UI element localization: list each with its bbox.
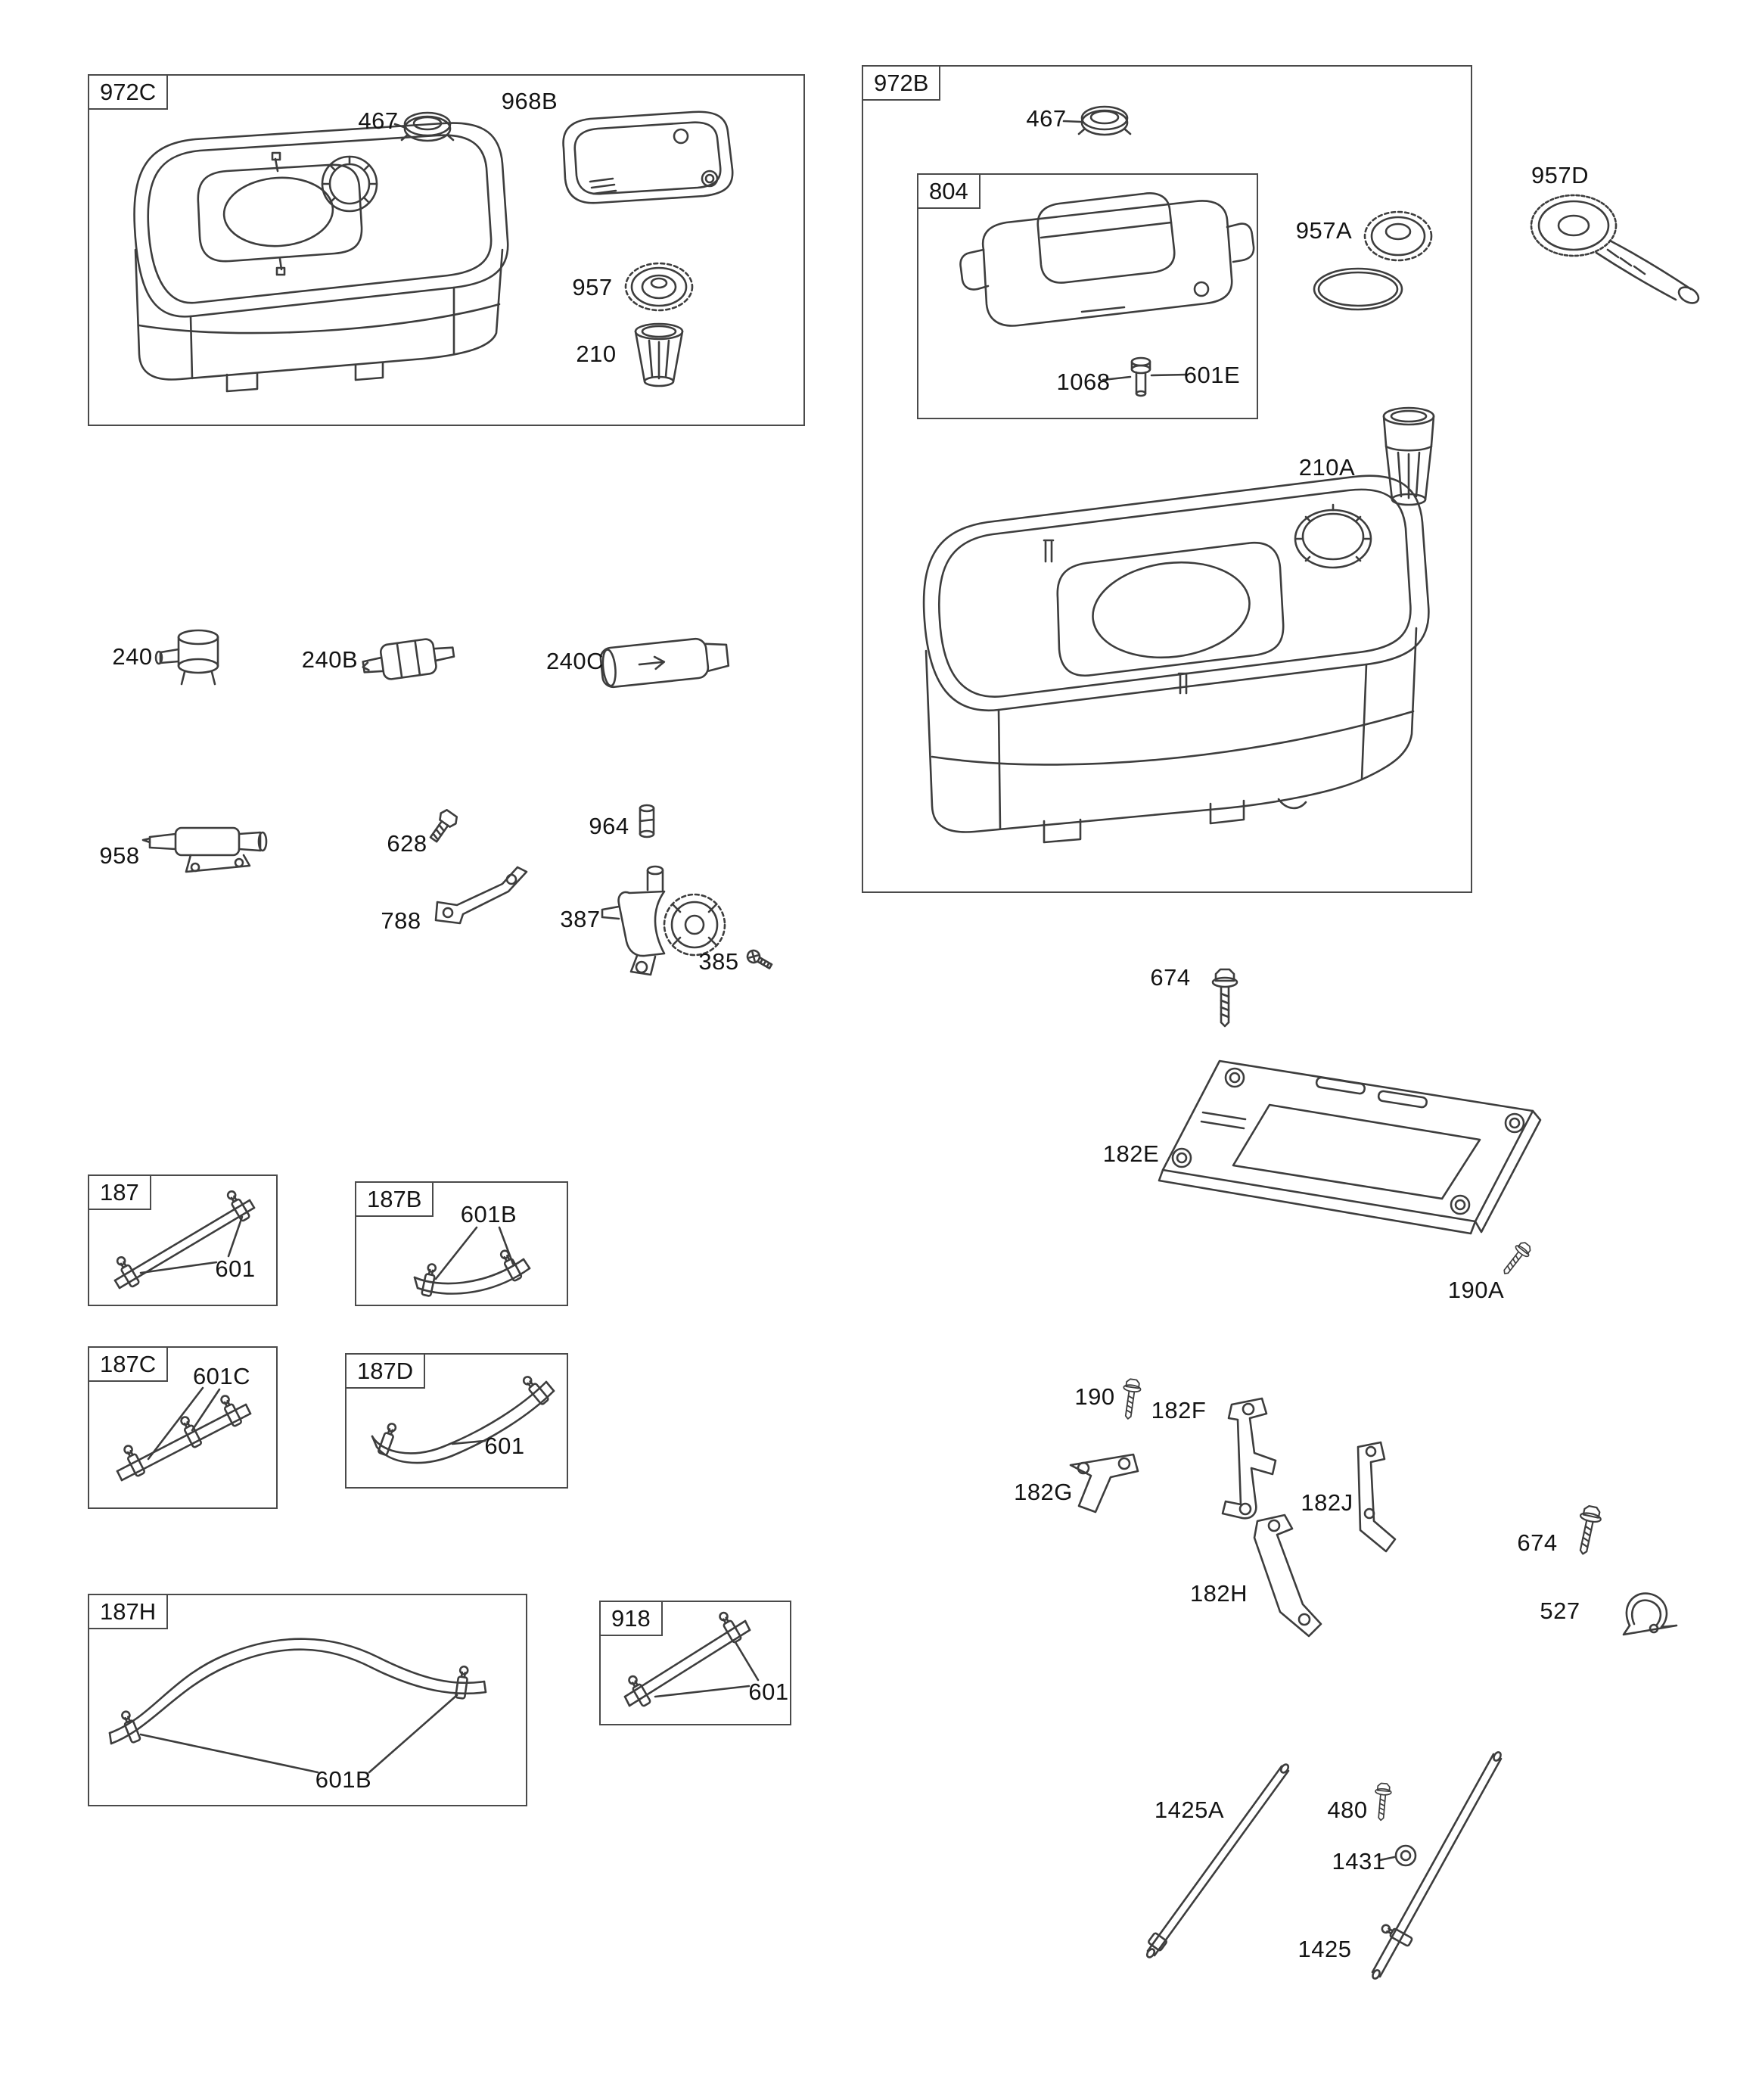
cable-clamp-527 <box>1622 1592 1678 1636</box>
group-label-187h: 187H <box>88 1594 169 1630</box>
group-label-187d: 187D <box>345 1353 426 1389</box>
part-label-182e: 182E <box>1102 1140 1160 1167</box>
fuel-filter-240c <box>599 637 730 689</box>
fuel-cap-957a <box>1313 210 1433 311</box>
part-label-674: 674 <box>1150 964 1191 991</box>
fuel-cap-957d <box>1530 194 1700 304</box>
bracket-788 <box>434 866 528 925</box>
pin-964 <box>639 804 655 838</box>
part-label-182g: 182G <box>1014 1479 1073 1505</box>
fuel-cap-467 <box>393 111 455 142</box>
flange-bolt-674-upper <box>1211 968 1238 1028</box>
part-label-190: 190 <box>1074 1383 1115 1410</box>
part-label-968b: 968B <box>501 88 558 114</box>
hose-187d <box>371 1374 555 1464</box>
part-label-1068: 1068 <box>1056 369 1111 395</box>
part-label-387: 387 <box>560 906 601 932</box>
part-label-240b: 240B <box>301 646 359 673</box>
part-label-182f: 182F <box>1151 1397 1207 1423</box>
part-label-964: 964 <box>589 813 629 839</box>
group-box-804: 804 <box>917 173 1258 419</box>
part-label-480: 480 <box>1327 1797 1368 1823</box>
hose-918 <box>623 1610 760 1708</box>
bolt-480 <box>1372 1782 1393 1822</box>
mounting-base-182e <box>1158 1059 1542 1235</box>
part-label-190a: 190A <box>1447 1277 1505 1303</box>
group-label-972c: 972C <box>88 74 169 110</box>
group-label-972b: 972B <box>862 65 941 101</box>
part-label-467: 467 <box>1026 105 1067 132</box>
part-label-601e: 601E <box>1183 362 1241 388</box>
fuel-tank-972b <box>922 474 1430 844</box>
part-label-601b: 601B <box>315 1766 372 1793</box>
hose-187h <box>108 1638 487 1774</box>
part-label-467: 467 <box>358 107 399 134</box>
elbow-fitting-240 <box>154 629 219 686</box>
filter-cup-210a <box>1382 406 1435 506</box>
group-box-187d: 187D <box>345 1353 568 1489</box>
part-label-527: 527 <box>1540 1598 1580 1624</box>
group-label-187c: 187C <box>88 1346 169 1383</box>
part-label-182h: 182H <box>1189 1580 1248 1607</box>
bracket-182f <box>1221 1397 1277 1520</box>
shutoff-valve-958 <box>141 826 268 873</box>
group-box-972b: 972B <box>862 65 1472 893</box>
part-label-210a: 210A <box>1298 454 1356 481</box>
group-label-804: 804 <box>917 173 981 210</box>
hose-187b <box>413 1226 531 1298</box>
part-label-1425: 1425 <box>1297 1936 1352 1962</box>
part-label-210: 210 <box>576 341 617 367</box>
part-label-628: 628 <box>387 830 427 857</box>
hose-187 <box>113 1188 256 1290</box>
washer-1431 <box>1378 1844 1417 1867</box>
fuel-tank-972c <box>133 122 509 393</box>
part-label-182j: 182J <box>1301 1489 1353 1516</box>
part-label-601: 601 <box>215 1255 256 1282</box>
part-label-957a: 957A <box>1295 217 1353 244</box>
group-box-972c: 972C <box>88 74 805 426</box>
fuel-line-1425a <box>1145 1763 1290 1958</box>
group-box-187b: 187B <box>355 1181 568 1306</box>
flange-bolt-674-lower <box>1571 1504 1604 1557</box>
fuel-filter-240b <box>362 638 455 680</box>
part-label-1431: 1431 <box>1332 1848 1386 1874</box>
group-label-918: 918 <box>599 1601 663 1637</box>
tank-cover-968b <box>562 110 734 204</box>
part-label-601: 601 <box>748 1678 789 1705</box>
group-label-187b: 187B <box>355 1181 434 1218</box>
group-box-187c: 187C <box>88 1346 278 1509</box>
bolt-190 <box>1118 1377 1143 1421</box>
group-box-918: 918 <box>599 1601 791 1725</box>
bolt-628 <box>429 809 458 843</box>
bracket-182j <box>1357 1441 1397 1553</box>
hose-187c <box>116 1386 252 1482</box>
filter-cup-210 <box>634 322 684 387</box>
part-label-788: 788 <box>381 907 421 934</box>
tank-top-804 <box>959 192 1255 327</box>
part-label-1425a: 1425A <box>1154 1797 1225 1823</box>
screw-385 <box>746 949 773 969</box>
part-label-957d: 957D <box>1531 162 1590 188</box>
part-label-674: 674 <box>1517 1529 1558 1556</box>
fuel-cap-467-b <box>1062 105 1132 136</box>
group-label-187: 187 <box>88 1174 151 1211</box>
part-label-240: 240 <box>112 643 153 670</box>
bolt-190a <box>1497 1239 1534 1280</box>
part-label-957: 957 <box>572 274 613 300</box>
part-label-601: 601 <box>484 1433 525 1459</box>
fitting-1068 <box>1102 356 1189 397</box>
bracket-182g <box>1069 1453 1139 1514</box>
bracket-182h <box>1253 1514 1322 1638</box>
group-box-187h: 187H <box>88 1594 527 1806</box>
part-label-958: 958 <box>99 842 140 869</box>
fuel-line-1425 <box>1371 1751 1503 1980</box>
part-label-385: 385 <box>698 948 739 975</box>
part-label-240c: 240C <box>545 648 604 674</box>
fuel-cap-957 <box>624 262 694 312</box>
part-label-601b: 601B <box>460 1201 517 1227</box>
fuel-pump-387 <box>601 865 726 976</box>
part-label-601c: 601C <box>192 1363 251 1389</box>
group-box-187: 187 <box>88 1174 278 1306</box>
